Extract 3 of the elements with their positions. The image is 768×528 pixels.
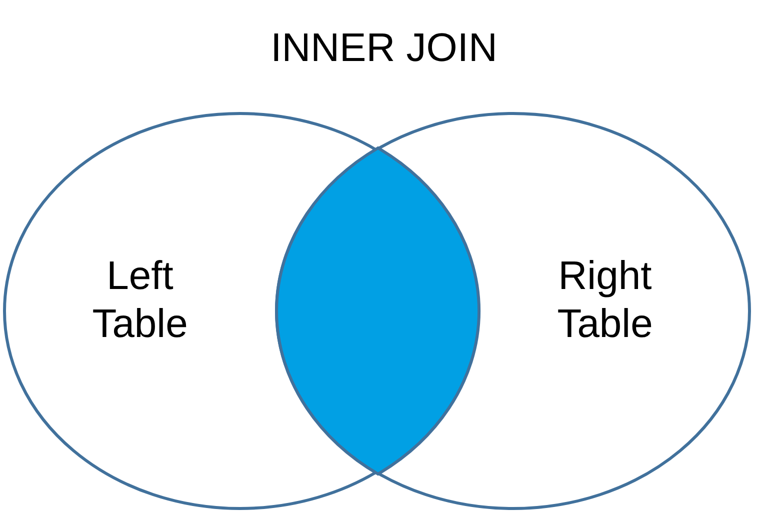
set-label: Right Table bbox=[556, 253, 654, 348]
set-label: Left Table bbox=[91, 253, 189, 348]
title: INNER JOIN bbox=[270, 26, 498, 71]
